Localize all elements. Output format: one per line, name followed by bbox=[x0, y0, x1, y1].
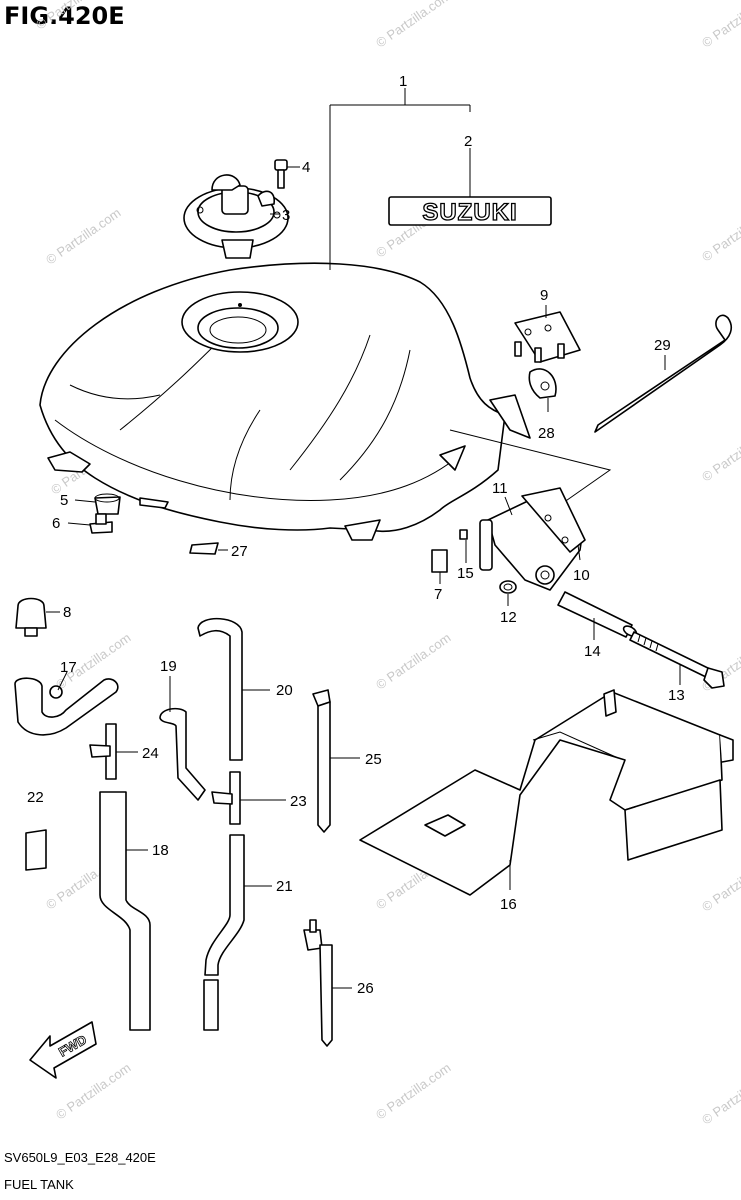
callout-13: 13 bbox=[668, 687, 685, 704]
leader-line bbox=[57, 671, 68, 691]
figure-name: FUEL TANK bbox=[4, 1177, 74, 1192]
retaining-clip bbox=[459, 529, 468, 540]
callout-bracket bbox=[329, 88, 471, 270]
watermark-text: © Partzilla.com bbox=[373, 630, 453, 693]
leader-line bbox=[504, 496, 581, 561]
callout-12: 12 bbox=[500, 609, 517, 626]
hinge-damper bbox=[528, 368, 557, 399]
hinge-pipe bbox=[557, 591, 638, 638]
callout-16: 16 bbox=[500, 896, 517, 913]
wire-band bbox=[303, 919, 333, 1047]
callout-19: 19 bbox=[160, 658, 177, 675]
hinge-bracket-upper bbox=[514, 311, 581, 363]
callout-6: 6 bbox=[52, 515, 60, 532]
leader-line bbox=[67, 522, 91, 526]
callout-9: 9 bbox=[540, 287, 548, 304]
watermark-text: © Partzilla.com bbox=[699, 852, 741, 915]
hinge-assembly bbox=[479, 487, 586, 591]
callout-5: 5 bbox=[60, 492, 68, 509]
watermark-text: © Partzilla.com bbox=[53, 1060, 133, 1123]
callout-2: 2 bbox=[464, 133, 472, 150]
callout-14: 14 bbox=[584, 643, 601, 660]
explode-line bbox=[449, 429, 612, 506]
callout-3: 3 bbox=[282, 207, 290, 224]
figure-code: SV650L9_E03_E28_420E bbox=[4, 1150, 156, 1165]
callout-26: 26 bbox=[357, 980, 374, 997]
callout-28: 28 bbox=[538, 425, 555, 442]
hinge-bolt bbox=[629, 631, 725, 689]
lower-hose-end bbox=[203, 979, 219, 1031]
emblem-lettering: SUZUKI bbox=[422, 199, 517, 226]
hose-clamp bbox=[49, 685, 63, 699]
fuel-tank bbox=[39, 262, 531, 541]
callout-11: 11 bbox=[492, 480, 508, 497]
hose-joint-tee bbox=[89, 723, 117, 780]
vent-hose bbox=[159, 707, 206, 801]
callout-1: 1 bbox=[399, 73, 407, 90]
watermark-text: © Partzilla.com bbox=[33, 0, 113, 32]
watermark-text: © Partzilla.com bbox=[699, 422, 741, 485]
tank-cushion bbox=[89, 513, 113, 534]
caution-label bbox=[25, 829, 47, 871]
overflow-hose bbox=[197, 617, 243, 761]
callout-18: 18 bbox=[152, 842, 169, 859]
watermark-text: © Partzilla.com bbox=[43, 205, 123, 268]
callout-8: 8 bbox=[63, 604, 71, 621]
tank-prop-rod bbox=[594, 314, 732, 433]
watermark-text: © Partzilla.com bbox=[699, 202, 741, 265]
watermark-text: © Partzilla.com bbox=[699, 0, 741, 50]
cable-tie bbox=[312, 689, 331, 833]
callout-29: 29 bbox=[654, 337, 671, 354]
breather-hose bbox=[14, 677, 119, 736]
rubber-damper bbox=[15, 597, 47, 637]
callout-22: 22 bbox=[27, 789, 44, 806]
cap-bolt bbox=[274, 159, 288, 189]
callout-labels: 1 2 3 4 5 6 7 8 9 10 11 12 13 14 15 16 1… bbox=[27, 73, 685, 997]
callout-23: 23 bbox=[290, 793, 307, 810]
fuel-cap bbox=[183, 174, 289, 259]
rubber-cushion bbox=[431, 549, 448, 573]
figure-title: FIG.420E bbox=[4, 2, 125, 30]
callout-20: 20 bbox=[276, 682, 293, 699]
hose-joint-t bbox=[211, 771, 241, 825]
callout-25: 25 bbox=[365, 751, 382, 768]
lower-hose bbox=[204, 834, 245, 976]
callout-24: 24 bbox=[142, 745, 159, 762]
callout-10: 10 bbox=[573, 567, 590, 584]
callout-4: 4 bbox=[302, 159, 310, 176]
collar bbox=[499, 580, 517, 594]
drain-hose bbox=[99, 791, 151, 1031]
suzuki-emblem: SUZUKI bbox=[388, 196, 552, 227]
watermark-text: © Partzilla.com bbox=[373, 1060, 453, 1123]
leader-line bbox=[74, 499, 96, 503]
tank-grommet bbox=[94, 493, 121, 515]
callout-15: 15 bbox=[457, 565, 474, 582]
forward-arrow: FWD bbox=[29, 1021, 97, 1079]
callout-27: 27 bbox=[231, 543, 248, 560]
heat-shield bbox=[359, 689, 734, 896]
callout-7: 7 bbox=[434, 586, 442, 603]
watermark-text: © Partzilla.com bbox=[373, 0, 453, 50]
tank-pad bbox=[189, 542, 219, 555]
callout-21: 21 bbox=[276, 878, 293, 895]
callout-17: 17 bbox=[60, 659, 77, 676]
watermark-text: © Partzilla.com bbox=[699, 1065, 741, 1128]
